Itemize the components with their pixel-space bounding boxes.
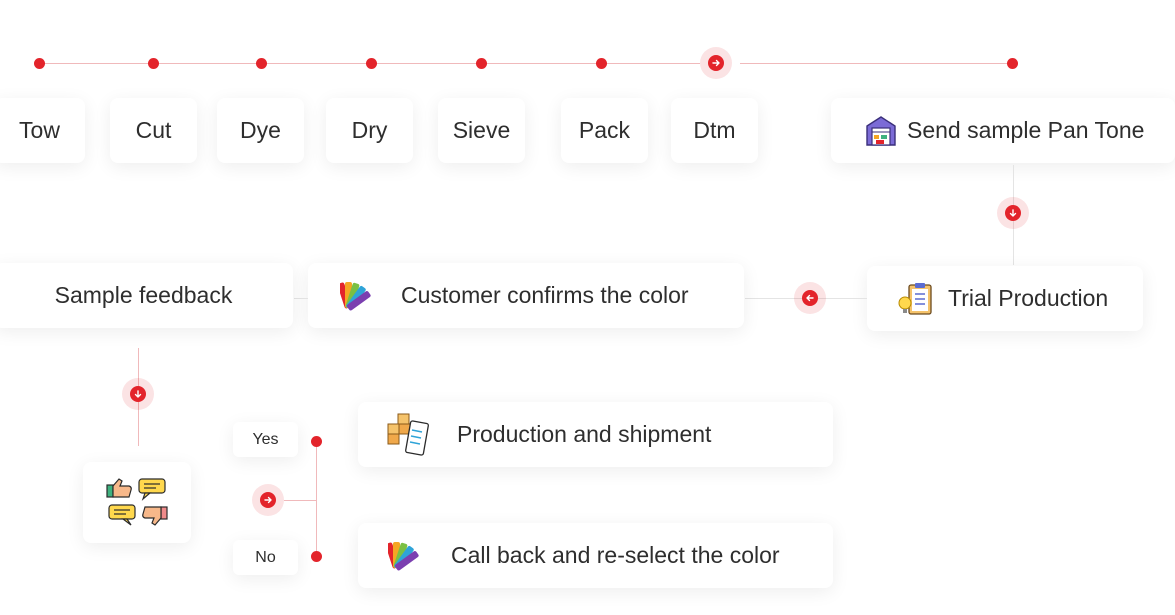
customer-confirms-label: Customer confirms the color bbox=[401, 282, 689, 308]
timeline-dot-sieve bbox=[476, 58, 487, 69]
step-card-tow: Tow bbox=[0, 98, 85, 163]
color-palette-icon bbox=[385, 538, 424, 574]
decision-branch-line bbox=[316, 441, 317, 557]
decision-stem-line bbox=[284, 500, 316, 501]
step-card-dry: Dry bbox=[326, 98, 413, 163]
arrow-right-icon bbox=[252, 484, 284, 516]
timeline-dot-end bbox=[1007, 58, 1018, 69]
no-label: No bbox=[255, 548, 276, 566]
customer-confirms-card: Customer confirms the color bbox=[308, 263, 744, 328]
arrow-down-icon bbox=[997, 197, 1029, 229]
timeline-line-right bbox=[740, 63, 1013, 64]
send-sample-card: Send sample Pan Tone bbox=[831, 98, 1175, 163]
arrow-right-icon bbox=[700, 47, 732, 79]
warehouse-icon bbox=[864, 114, 898, 148]
trial-production-label: Trial Production bbox=[948, 285, 1109, 311]
call-back-label: Call back and re-select the color bbox=[451, 542, 780, 568]
step-label: Dye bbox=[240, 117, 281, 143]
timeline-dot-tow bbox=[34, 58, 45, 69]
step-label: Pack bbox=[578, 117, 631, 143]
no-dot bbox=[311, 551, 322, 562]
connector-confirm-feedback bbox=[294, 298, 308, 299]
step-card-cut: Cut bbox=[110, 98, 197, 163]
thumbs-chat-icon bbox=[105, 477, 169, 529]
timeline-dot-cut bbox=[148, 58, 159, 69]
yes-label: Yes bbox=[252, 430, 279, 448]
send-sample-label: Send sample Pan Tone bbox=[907, 117, 1145, 143]
step-card-dye: Dye bbox=[217, 98, 304, 163]
step-label: Dry bbox=[351, 117, 388, 143]
color-palette-icon bbox=[337, 278, 376, 314]
step-label: Dtm bbox=[693, 117, 736, 143]
step-card-sieve: Sieve bbox=[438, 98, 525, 163]
arrow-left-icon bbox=[794, 282, 826, 314]
step-label: Cut bbox=[135, 117, 172, 143]
step-card-dtm: Dtm bbox=[671, 98, 758, 163]
production-shipment-card: Production and shipment bbox=[358, 402, 833, 467]
step-label: Tow bbox=[19, 117, 60, 143]
no-label-card: No bbox=[233, 540, 298, 575]
call-back-card: Call back and re-select the color bbox=[358, 523, 833, 588]
sample-feedback-card: Sample feedback bbox=[0, 263, 293, 328]
yes-dot bbox=[311, 436, 322, 447]
step-label: Sieve bbox=[452, 117, 511, 143]
feedback-icon-card bbox=[83, 462, 191, 543]
step-card-pack: Pack bbox=[561, 98, 648, 163]
clipboard-bulb-icon bbox=[897, 281, 935, 317]
timeline-dot-dry bbox=[366, 58, 377, 69]
boxes-checklist-icon bbox=[384, 412, 432, 458]
timeline-dot-pack bbox=[596, 58, 607, 69]
arrow-down-icon bbox=[122, 378, 154, 410]
trial-production-card: Trial Production bbox=[867, 266, 1143, 331]
sample-feedback-label: Sample feedback bbox=[54, 282, 233, 308]
timeline-dot-dye bbox=[256, 58, 267, 69]
yes-label-card: Yes bbox=[233, 422, 298, 457]
production-shipment-label: Production and shipment bbox=[457, 421, 712, 447]
